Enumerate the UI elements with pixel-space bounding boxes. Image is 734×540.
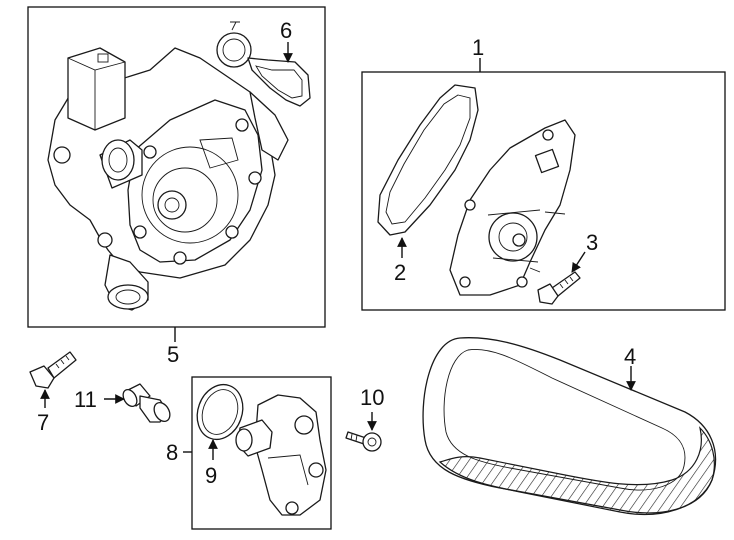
callout-6: 6 bbox=[280, 18, 292, 43]
o-ring-9-illustration bbox=[196, 383, 244, 441]
drive-belt-4-illustration bbox=[422, 337, 717, 516]
seal-2-illustration bbox=[377, 84, 479, 236]
callout-1: 1 bbox=[472, 35, 484, 60]
callout-2: 2 bbox=[394, 260, 406, 285]
callout-labels: 1 2 3 4 5 6 7 8 9 10 11 bbox=[37, 18, 636, 488]
bolt-10-illustration bbox=[345, 431, 382, 452]
callout-9: 9 bbox=[205, 463, 217, 488]
thermostat-housing-illustration bbox=[235, 394, 327, 516]
sensor-11-illustration bbox=[122, 383, 171, 423]
bolt-3-illustration bbox=[537, 271, 581, 305]
leader-lines bbox=[40, 42, 636, 460]
water-pump-housing-illustration bbox=[47, 47, 289, 311]
water-pump-illustration bbox=[449, 119, 576, 296]
housing-assembly-box bbox=[27, 6, 326, 328]
thermostat-box bbox=[191, 376, 332, 530]
callout-4: 4 bbox=[624, 344, 636, 369]
bolt-7-illustration bbox=[29, 351, 77, 389]
callout-11: 11 bbox=[74, 387, 97, 412]
callout-5: 5 bbox=[167, 342, 179, 367]
callout-10: 10 bbox=[360, 385, 384, 410]
water-pump-box bbox=[361, 71, 726, 311]
callout-7: 7 bbox=[37, 410, 49, 435]
gasket-6-illustration bbox=[216, 21, 311, 107]
callout-3: 3 bbox=[586, 230, 598, 255]
callout-8: 8 bbox=[166, 440, 178, 465]
